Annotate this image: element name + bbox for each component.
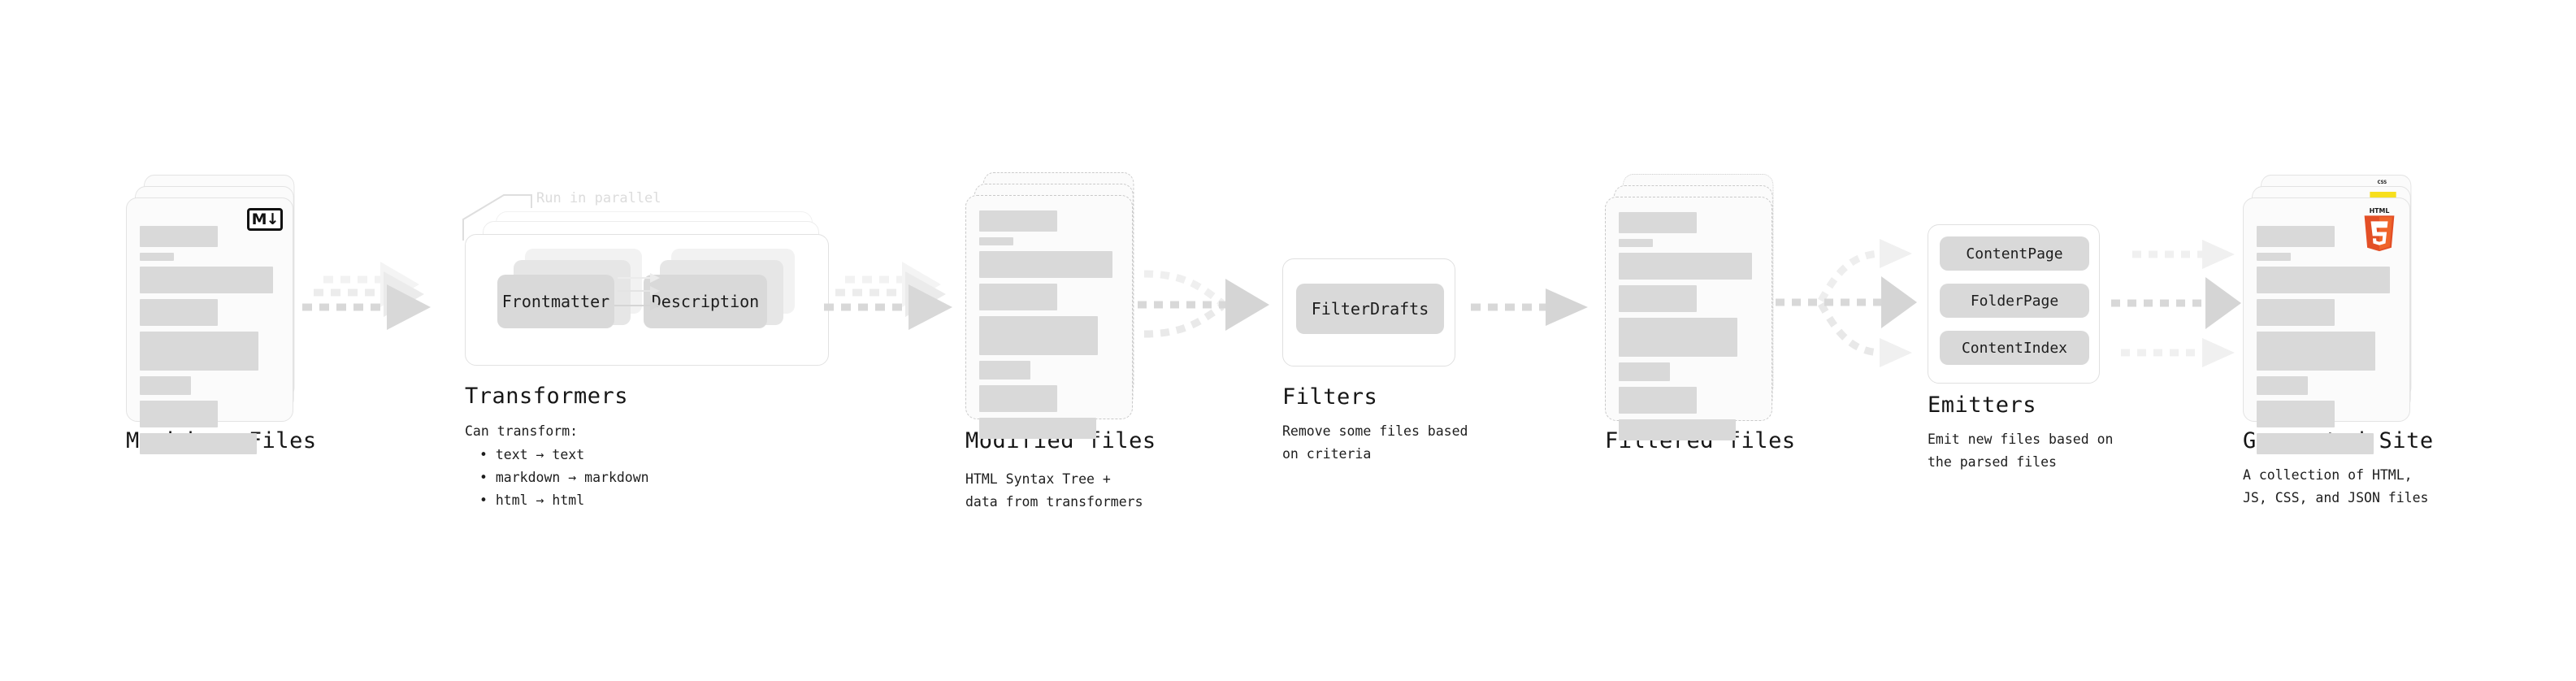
skeleton-row xyxy=(2257,226,2335,247)
skeleton-row xyxy=(140,299,218,326)
skeleton-row xyxy=(1619,212,1697,233)
skeleton-row xyxy=(1619,318,1737,357)
skeleton-row xyxy=(140,376,191,395)
skeleton-row xyxy=(2257,299,2335,326)
transformer-chip-frontmatter[interactable]: Frontmatter xyxy=(497,275,614,328)
skeleton-row xyxy=(979,385,1057,412)
skeleton-row xyxy=(2257,267,2390,293)
emitter-chip-label: FolderPage xyxy=(1970,292,2059,310)
filters-description-line: on criteria xyxy=(1282,446,1372,462)
skeleton-row xyxy=(140,433,257,454)
skeleton-row xyxy=(1619,387,1697,414)
generated-site-description-line: JS, CSS, and JSON files xyxy=(2243,490,2429,505)
modified-files-description-line: data from transformers xyxy=(965,494,1143,510)
skeleton-row xyxy=(1619,239,1653,247)
emitters-description-line: Emit new files based on xyxy=(1928,432,2114,447)
generated-site-card-front: HTML xyxy=(2243,197,2410,454)
connector-emitters-to-site xyxy=(2111,229,2257,384)
transformers-description-heading: Can transform: xyxy=(465,423,579,439)
generated-site-description-line: A collection of HTML, xyxy=(2243,467,2413,483)
connector-modified-to-filters xyxy=(1138,256,1276,378)
skeleton-row xyxy=(979,210,1057,232)
skeleton-row xyxy=(979,284,1057,310)
emitters-group: ContentPage FolderPage ContentIndex xyxy=(1928,224,2100,384)
skeleton-row xyxy=(979,418,1096,439)
transformers-description-item: • markdown → markdown xyxy=(479,470,649,485)
filters-group: FilterDrafts xyxy=(1282,258,1455,367)
emitter-chip-label: ContentIndex xyxy=(1961,339,2068,357)
filter-chip-filterdrafts[interactable]: FilterDrafts xyxy=(1296,284,1444,334)
emitter-chip-label: ContentPage xyxy=(1966,245,2063,262)
skeleton-row xyxy=(1619,285,1697,312)
split-dashed-arrow xyxy=(1776,239,1917,367)
stage-title-transformers: Transformers xyxy=(465,384,629,409)
transformers-description-item: • text → text xyxy=(479,447,585,462)
emitter-chip-contentindex[interactable]: ContentIndex xyxy=(1940,331,2089,365)
parallel-bracket-icon xyxy=(462,194,532,241)
html5-icon: HTML xyxy=(2364,207,2395,252)
triple-separate-dashed-arrow xyxy=(2111,240,2241,367)
skeleton-row xyxy=(140,226,218,247)
stage-title-emitters: Emitters xyxy=(1928,393,2037,418)
emitter-chip-contentpage[interactable]: ContentPage xyxy=(1940,236,2089,271)
skeleton-row xyxy=(2257,332,2375,371)
transformer-chip-description[interactable]: Description xyxy=(644,275,767,328)
markdown-icon: M↓ xyxy=(247,208,283,231)
stage-title-filters: Filters xyxy=(1282,384,1378,410)
skeleton-row xyxy=(1619,419,1736,440)
skeleton-row xyxy=(2257,433,2374,454)
skeleton-row xyxy=(1619,362,1670,381)
markdown-file-card-front: M↓ xyxy=(126,197,293,454)
svg-text:HTML: HTML xyxy=(2370,207,2390,215)
skeleton-row xyxy=(140,332,258,371)
skeleton-row xyxy=(979,237,1013,245)
transformer-chip-label: Frontmatter xyxy=(501,292,610,311)
modified-file-card-front xyxy=(965,195,1133,439)
filtered-file-card-front xyxy=(1605,197,1772,440)
single-dashed-arrow xyxy=(1471,288,1588,326)
emitter-chip-folderpage[interactable]: FolderPage xyxy=(1940,284,2089,318)
skeleton-content xyxy=(979,210,1121,445)
skeleton-row xyxy=(979,361,1030,380)
modified-files-description-line: HTML Syntax Tree + xyxy=(965,471,1111,487)
filter-chip-label: FilterDrafts xyxy=(1311,299,1429,319)
skeleton-content xyxy=(1619,212,1760,446)
skeleton-content xyxy=(140,226,281,460)
emitters-description-line: the parsed files xyxy=(1928,454,2057,470)
skeleton-row xyxy=(2257,376,2308,395)
skeleton-row xyxy=(979,316,1098,355)
connector-md-to-transformers xyxy=(302,262,432,358)
emitters-group-box[interactable]: ContentPage FolderPage ContentIndex xyxy=(1928,224,2100,384)
triple-parallel-dashed-arrow xyxy=(302,262,431,330)
connector-filters-to-filtered xyxy=(1471,288,1593,345)
css-icon-label: CSS xyxy=(2377,180,2387,185)
filters-description-line: Remove some files based xyxy=(1282,423,1468,439)
skeleton-row xyxy=(2257,401,2335,427)
filters-group-box[interactable]: FilterDrafts xyxy=(1282,258,1455,367)
skeleton-row xyxy=(979,251,1112,278)
skeleton-row xyxy=(140,401,218,427)
merge-dashed-arrow xyxy=(1138,270,1269,338)
skeleton-row xyxy=(2257,253,2291,261)
skeleton-row xyxy=(1619,253,1752,280)
skeleton-row xyxy=(140,267,273,293)
transformers-description-item: • html → html xyxy=(479,492,585,508)
skeleton-row xyxy=(140,253,174,261)
triple-parallel-dashed-arrow xyxy=(824,262,952,330)
run-in-parallel-label: Run in parallel xyxy=(536,190,661,206)
inner-arrows-icon xyxy=(614,273,660,310)
skeleton-content xyxy=(2257,226,2398,460)
connector-filtered-to-emitters xyxy=(1776,226,1926,388)
connector-transformers-to-modified xyxy=(824,262,954,358)
transformers-group: Run in parallel Frontmatter Description xyxy=(449,190,830,366)
transformer-chip-label: Description xyxy=(651,292,760,311)
